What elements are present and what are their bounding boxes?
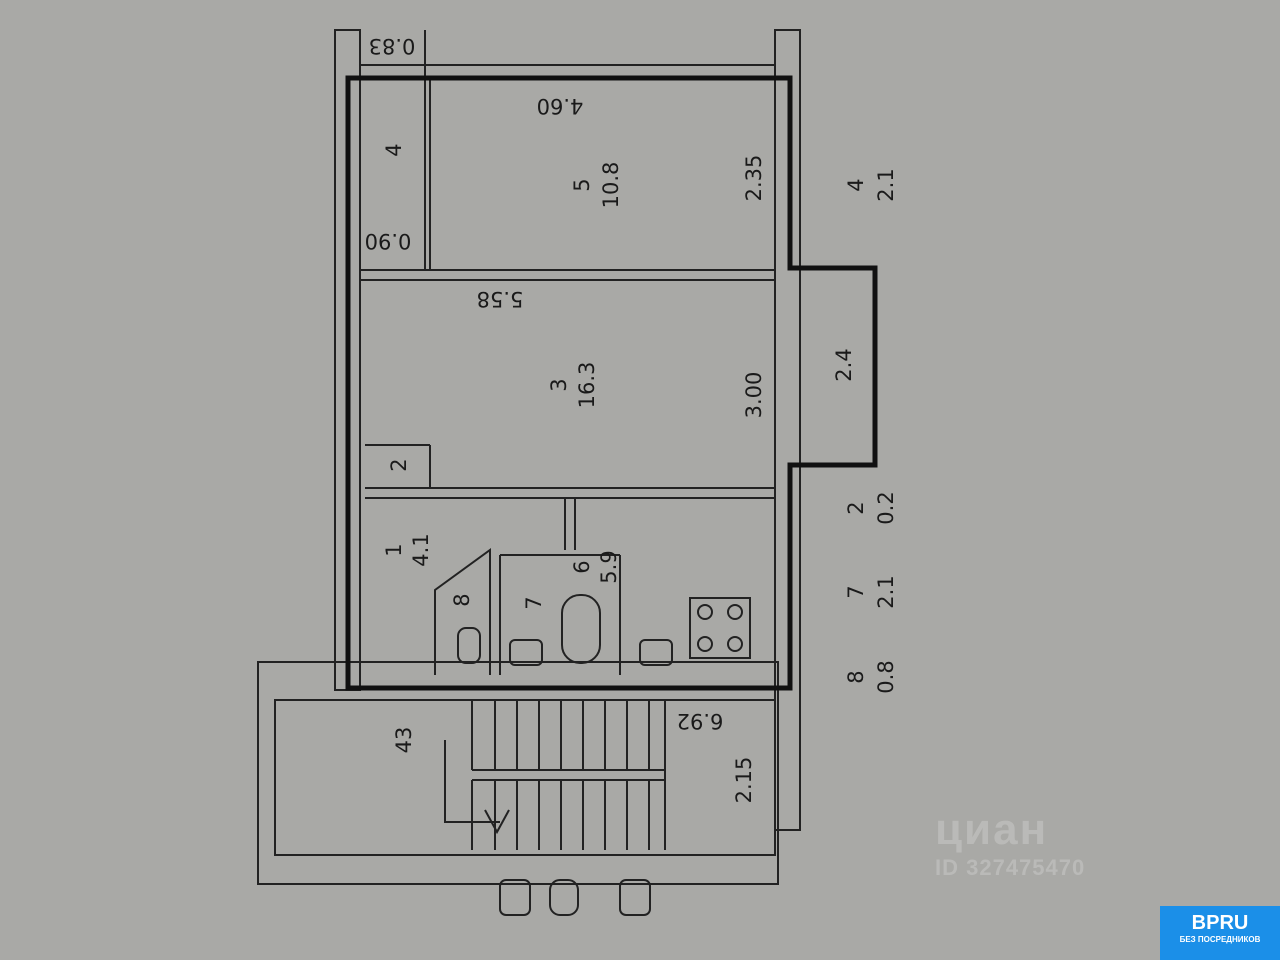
apartment-outline	[345, 75, 878, 691]
room-1-area: 4.1	[409, 533, 433, 566]
dim-4-60: 4.60	[537, 94, 584, 118]
room-5-area: 10.8	[599, 162, 623, 209]
dim-6-92: 6.92	[677, 709, 724, 733]
room-3-number: 3	[547, 378, 571, 391]
logo-tagline: БЕЗ ПОСРЕДНИКОВ	[1179, 935, 1261, 944]
logo-name: BPRU	[1191, 912, 1249, 934]
legend-2-area: 0.2	[874, 491, 898, 524]
room-8-label: 8	[450, 593, 474, 606]
room-7-label: 7	[522, 596, 546, 609]
thin-walls	[257, 29, 801, 916]
dim-2-35: 2.35	[742, 155, 766, 202]
room-1-number: 1	[382, 543, 406, 556]
dim-5-58: 5.58	[477, 287, 524, 311]
dim-2-4: 2.4	[832, 348, 856, 381]
watermark-brand: циан	[935, 805, 1049, 854]
dim-0-83: 0.83	[369, 34, 416, 58]
legend-4-number: 4	[844, 178, 868, 191]
room-6-area: 5.9	[597, 550, 621, 583]
room-5-number: 5	[570, 178, 594, 191]
room-2-label: 2	[387, 458, 411, 471]
room-3-area: 16.3	[575, 362, 599, 409]
bpru-logo: BPRU БЕЗ ПОСРЕДНИКОВ	[1160, 906, 1280, 960]
dim-3-00: 3.00	[742, 372, 766, 419]
cian-watermark: циан ID 327475470	[935, 805, 1085, 881]
dim-0-90: 0.90	[365, 229, 412, 253]
room-4-label: 4	[382, 143, 406, 156]
legend-2-number: 2	[844, 501, 868, 514]
legend-7-number: 7	[844, 585, 868, 598]
legend-4-area: 2.1	[874, 168, 898, 201]
area-legend: 4 2.1 2 0.2 7 2.1 8 0.8	[844, 168, 898, 693]
stair-treads	[494, 700, 650, 850]
legend-8-number: 8	[844, 670, 868, 683]
legend-7-area: 2.1	[874, 575, 898, 608]
dim-43: 43	[392, 727, 416, 754]
room-6-number: 6	[570, 560, 594, 573]
watermark-id: ID 327475470	[935, 855, 1086, 880]
dim-2-15: 2.15	[732, 757, 756, 804]
legend-8-area: 0.8	[874, 660, 898, 693]
